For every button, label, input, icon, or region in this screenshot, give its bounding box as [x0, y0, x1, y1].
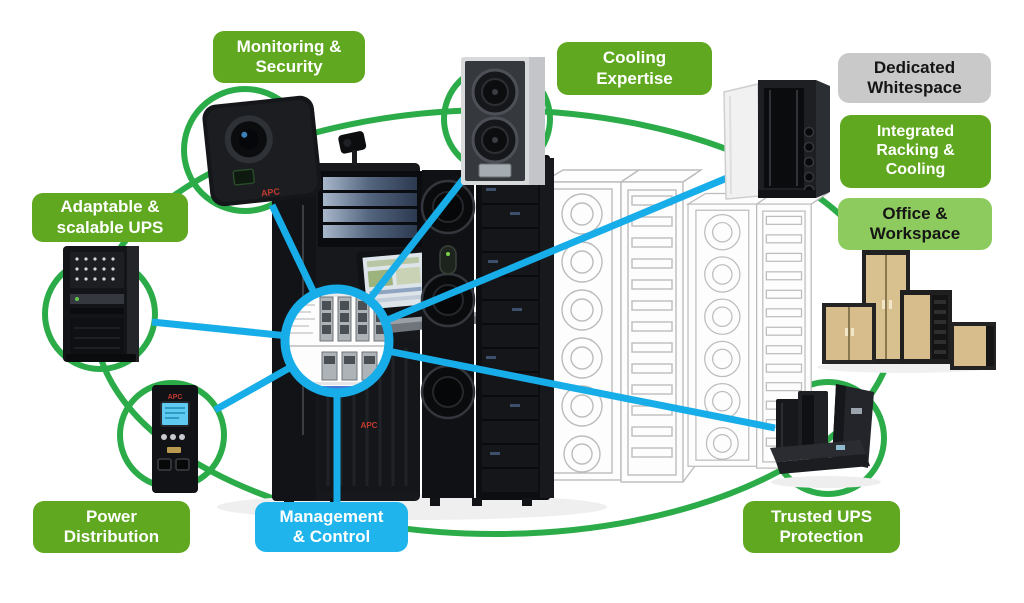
row-cooling-unit-image: [461, 57, 545, 185]
open-server-rack-image: [723, 80, 830, 200]
link-hub-ups-group: [336, 337, 776, 432]
management-hub: [280, 284, 394, 398]
apc-logo-camera: APC: [260, 186, 280, 198]
rack-top-camera: [338, 131, 367, 154]
label-cooling-expertise: Cooling Expertise: [557, 42, 712, 95]
label-integrated-racking-cooling: Integrated Racking & Cooling: [840, 115, 991, 188]
rack-pdu-image: APC: [152, 385, 198, 493]
apc-logo-pdu: APC: [168, 394, 183, 401]
label-office-workspace: Office & Workspace: [838, 198, 992, 250]
security-camera-image: APC: [202, 95, 322, 207]
office-enclosures-image: [817, 250, 996, 373]
label-management-control: Management & Control: [255, 502, 408, 552]
ups-group-image: [770, 384, 881, 488]
label-adaptable-scalable-ups: Adaptable & scalable UPS: [32, 193, 188, 242]
apc-logo-rack: APC: [361, 421, 378, 430]
label-trusted-ups-protection: Trusted UPS Protection: [743, 501, 900, 553]
label-dedicated-whitespace: Dedicated Whitespace: [838, 53, 991, 103]
label-monitoring-security: Monitoring & Security: [213, 31, 365, 83]
link-hub-open-rack: [335, 174, 729, 345]
label-power-distribution: Power Distribution: [33, 501, 190, 553]
tower-ups-image: [63, 246, 139, 362]
